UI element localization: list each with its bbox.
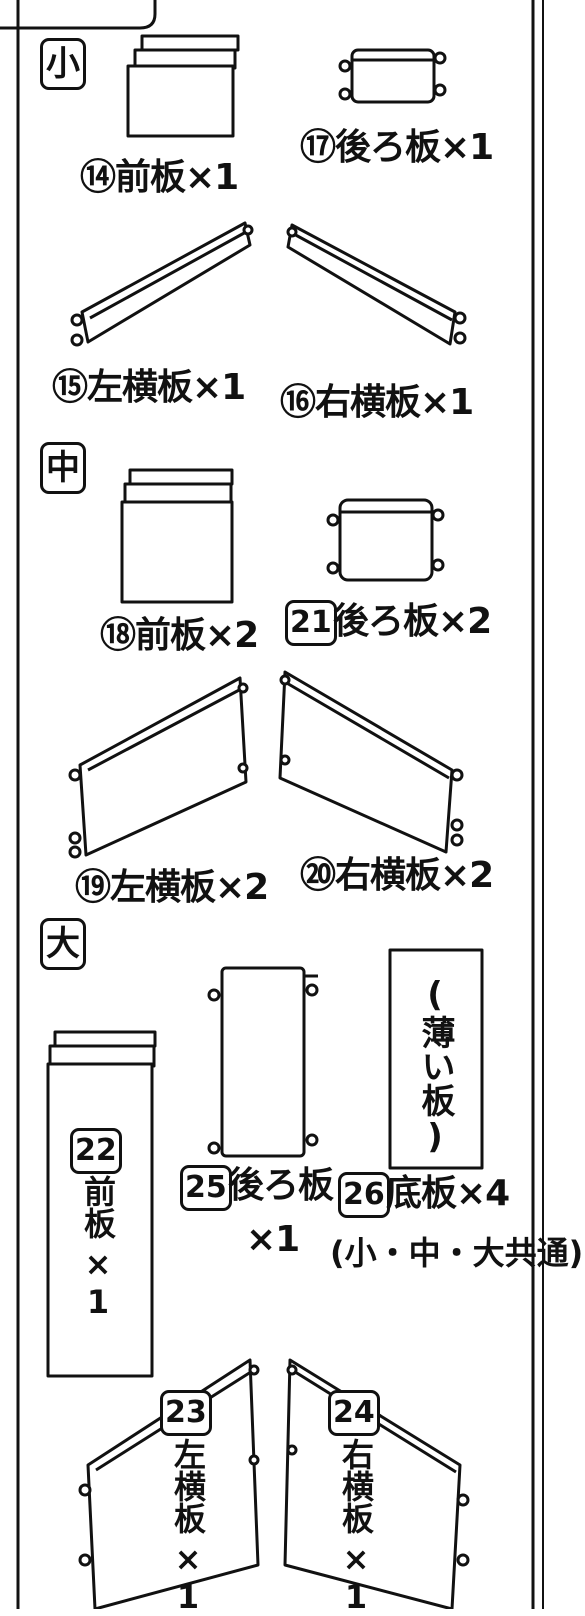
part-label-16: ⑯右横板×1 xyxy=(280,382,474,423)
part-drawing-22-front xyxy=(46,1030,157,1378)
part-drawing-15-left xyxy=(70,221,254,347)
part-label-21: 後ろ板×2 xyxy=(333,601,492,642)
part-drawing-21-back xyxy=(326,498,445,582)
part-qty-23: ×1 xyxy=(169,1540,207,1616)
part-label-24: 右横板 xyxy=(337,1438,375,1534)
part-drawing-20-right xyxy=(278,670,464,854)
part-qty-24: ×1 xyxy=(337,1540,375,1616)
part-number-21: 21 xyxy=(285,600,337,646)
part-qty-25: ×1 xyxy=(246,1219,300,1260)
part-label-18: ⑱前板×2 xyxy=(100,615,259,656)
part-note-26: (小・中・大共通) xyxy=(330,1234,584,1272)
part-drawing-17-back xyxy=(338,48,447,104)
part-number-24: 24 xyxy=(328,1390,380,1436)
part-number-26: 26 xyxy=(338,1172,390,1218)
part-label-26: 底板×4 xyxy=(386,1173,510,1214)
header-box-edge xyxy=(0,0,157,30)
part-label-20: ⑳右横板×2 xyxy=(300,855,494,896)
part-number-23: 23 xyxy=(160,1390,212,1436)
section-marker-medium: 中 xyxy=(40,442,86,494)
part-label-15: ⑮左横板×1 xyxy=(52,367,246,408)
part-number-25: 25 xyxy=(180,1165,232,1211)
part-drawing-25-back xyxy=(207,966,319,1158)
part-number-22: 22 xyxy=(70,1128,122,1174)
part-label-25: 後ろ板 xyxy=(228,1165,334,1206)
part-drawing-14-front xyxy=(126,34,240,138)
part-drawing-19-left xyxy=(68,676,249,859)
part-drawing-18-front xyxy=(120,468,234,604)
section-marker-large: 大 xyxy=(40,918,86,970)
part-label-23: 左横板 xyxy=(169,1438,207,1534)
part-qty-22: ×1 xyxy=(79,1245,117,1321)
part-label-14: ⑭前板×1 xyxy=(80,157,239,198)
part-drawing-26-bottom xyxy=(388,948,484,1170)
part-label-22: 前板 xyxy=(79,1175,117,1239)
section-marker-small: 小 xyxy=(40,38,86,90)
part-drawing-16-right xyxy=(286,223,467,346)
bottom-board-inner-text: (薄い板) xyxy=(415,975,455,1157)
part-label-19: ⑲左横板×2 xyxy=(75,867,269,908)
part-label-17: ⑰後ろ板×1 xyxy=(300,127,494,168)
